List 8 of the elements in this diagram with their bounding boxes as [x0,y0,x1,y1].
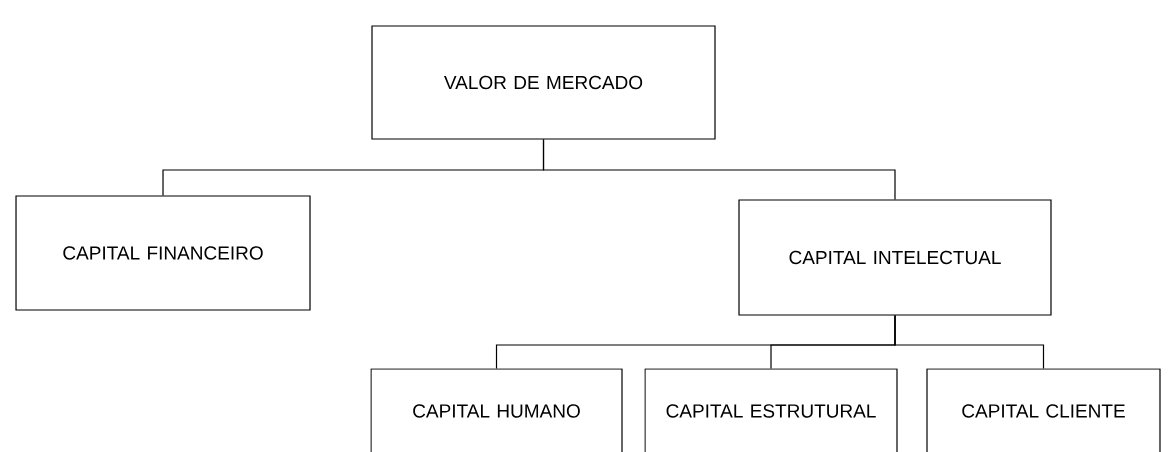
connector-line [542,139,896,200]
box: VALOR DE MERCADO [371,25,716,140]
box: CAPITAL FINANCEIRO [15,195,311,311]
box: CAPITAL HUMANO [370,368,623,452]
box: CAPITAL INTELECTUAL [738,199,1052,316]
box: CAPITAL CLIENTE [926,368,1161,452]
box: CAPITAL ESTRUTURAL [644,368,898,452]
connector-line [894,315,1045,369]
